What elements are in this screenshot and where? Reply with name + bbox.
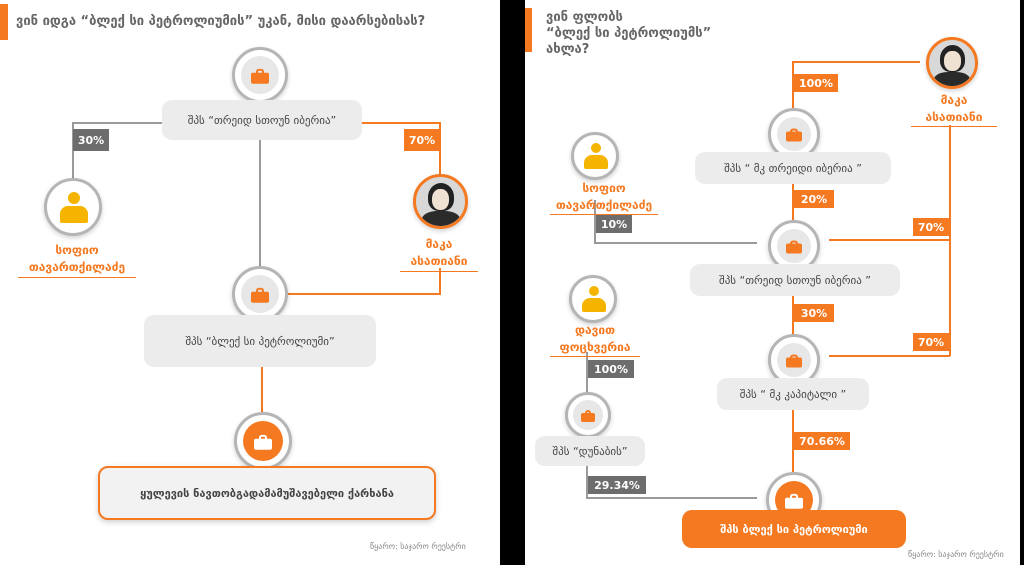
person-sofio-name: სოფიო თავართქილაძე xyxy=(550,180,658,215)
company-dunabis-box: შპს “დუნაბის” xyxy=(535,436,645,466)
pct-label-2934: 29.34% xyxy=(588,476,646,494)
pct-label-70: 70% xyxy=(404,129,440,151)
person-maka-name: მაკა ასათიანი xyxy=(400,236,478,272)
source-note: წყარო: საჯარო რეესტრი xyxy=(370,542,466,551)
person-maka-photo xyxy=(413,174,468,229)
briefcase-icon xyxy=(785,493,803,509)
title-accent-bar xyxy=(525,8,532,52)
pct-label-30: 30% xyxy=(73,129,109,151)
company-mk-trade-box: შპს “ მკ თრეიდი იბერია ” xyxy=(695,152,891,184)
company-trade-stone-box: შპს “თრეიდ სთოუნ იბერია ” xyxy=(690,264,900,296)
pct-label-100: 100% xyxy=(588,360,634,378)
company-black-sea-final-box: შპს ბლექ სი პეტროლიუმი xyxy=(682,510,906,548)
briefcase-icon xyxy=(251,68,269,84)
source-note: წყარო: საჯარო რეესტრი xyxy=(908,550,1004,559)
person-icon xyxy=(569,275,617,323)
title-accent-bar xyxy=(0,4,8,40)
briefcase-icon xyxy=(581,409,595,422)
pct-label-30: 30% xyxy=(794,304,834,322)
right-title: ვინ ფლობს “ბლექ სი პეტროლიუმს” ახლა? xyxy=(546,10,712,57)
refinery-box: ყულევის ნავთობგადამამუშავებელი ქარხანა xyxy=(98,466,436,520)
company-mk-capital-box: შპს “ მკ კაპიტალი ” xyxy=(717,378,869,410)
company-node-icon xyxy=(768,334,820,386)
company-node-icon xyxy=(232,266,288,322)
briefcase-icon xyxy=(251,287,269,303)
person-icon xyxy=(571,132,619,180)
right-infographic: ვინ ფლობს “ბლექ სი პეტროლიუმს” ახლა? მაკ… xyxy=(525,0,1020,565)
pct-label-10: 10% xyxy=(596,215,632,233)
briefcase-icon xyxy=(786,240,802,254)
briefcase-icon xyxy=(254,434,272,450)
person-sofio-name: სოფიო თავართქილაძე xyxy=(18,242,136,278)
company-node-icon xyxy=(565,392,611,438)
pct-label-20: 20% xyxy=(794,190,834,208)
person-icon xyxy=(44,178,102,236)
briefcase-icon xyxy=(786,128,802,142)
person-maka-photo xyxy=(926,37,978,89)
company-node-icon xyxy=(232,47,288,103)
left-infographic: ვინ იდგა “ბლექ სი პეტროლიუმის” უკან, მის… xyxy=(0,0,500,565)
company-black-sea-box: შპს “ბლექ სი პეტროლიუმი” xyxy=(144,315,376,367)
person-maka-name: მაკა ასათიანი xyxy=(911,92,997,127)
company-trade-stone-box: შპს “თრეიდ სთოუნ იბერია” xyxy=(162,100,362,140)
pct-label-70: 70% xyxy=(913,218,949,236)
briefcase-icon xyxy=(786,354,802,368)
pct-label-70: 70% xyxy=(913,333,949,351)
pct-label-7066: 70.66% xyxy=(794,432,850,450)
person-davit-name: დავით ფოცხვერია xyxy=(550,322,640,357)
pct-label-100: 100% xyxy=(794,74,838,92)
left-title: ვინ იდგა “ბლექ სი პეტროლიუმის” უკან, მის… xyxy=(16,14,426,29)
company-node-icon xyxy=(234,412,292,470)
